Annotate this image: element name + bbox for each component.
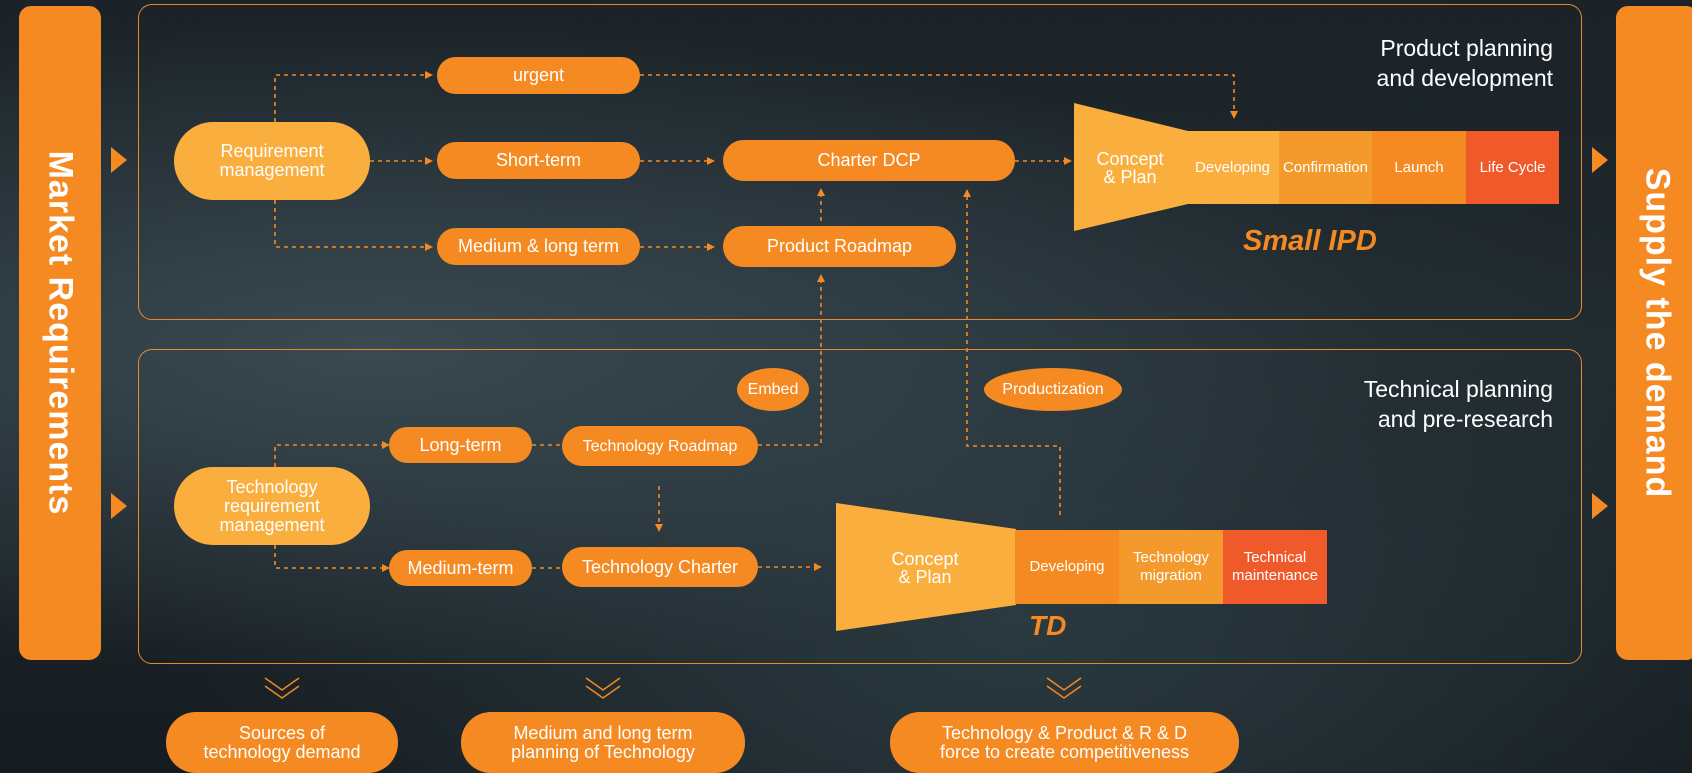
short-term-node: Short-term xyxy=(437,142,640,179)
ipd-stage-confirmation: Confirmation xyxy=(1279,131,1372,204)
arrow-right-icon xyxy=(111,147,127,173)
arrow-right-icon xyxy=(1592,493,1608,519)
ipd-stage-life-cycle: Life Cycle xyxy=(1466,131,1559,204)
technical-planning-title: Technical planning and pre-research xyxy=(1363,376,1553,432)
small-ipd-label: Small IPD xyxy=(1243,225,1377,257)
supply-demand-bar: Supply the demand xyxy=(1616,6,1692,660)
arrow-right-icon xyxy=(1592,147,1608,173)
technology-charter-node: Technology Charter xyxy=(562,547,758,587)
charter-dcp-node: Charter DCP xyxy=(723,140,1015,181)
long-term-node: Long-term xyxy=(389,427,532,463)
medium-long-term-node: Medium & long term xyxy=(437,228,640,265)
medium-term-node: Medium-term xyxy=(389,550,532,586)
ipd-concept-plan-label: Concept & Plan xyxy=(1096,149,1164,187)
ipd-stage-launch: Launch xyxy=(1372,131,1466,204)
outcome-medium-long-planning: Medium and long term planning of Technol… xyxy=(461,712,745,773)
technology-requirement-node: Technology requirement management xyxy=(174,467,370,545)
embed-label: Embed xyxy=(737,368,809,411)
arrow-right-icon xyxy=(111,493,127,519)
td-funnel-shape xyxy=(836,503,1016,631)
td-label: TD xyxy=(1029,610,1067,641)
td-stage-technology-migration: Technology migration xyxy=(1119,530,1223,604)
requirement-management-node: Requirement management xyxy=(174,122,370,200)
td-stage-technical-maintenance: Technical maintenance xyxy=(1223,530,1327,604)
product-roadmap-node: Product Roadmap xyxy=(723,226,956,267)
ipd-stage-developing: Developing xyxy=(1186,131,1279,204)
technical-planning-panel xyxy=(138,349,1582,664)
td-concept-plan-label: Concept & Plan xyxy=(891,548,959,587)
ipd-funnel-shape xyxy=(1074,103,1188,231)
td-stage-developing: Developing xyxy=(1015,530,1119,604)
product-planning-panel xyxy=(138,4,1582,320)
technology-roadmap-node: Technology Roadmap xyxy=(562,426,758,466)
outcome-sources-demand: Sources of technology demand xyxy=(166,712,398,773)
market-requirements-bar: Market Requirements xyxy=(19,6,101,660)
productization-label: Productization xyxy=(984,368,1122,411)
product-planning-title: Product planning and development xyxy=(1376,35,1553,91)
urgent-node: urgent xyxy=(437,57,640,94)
outcome-competitiveness: Technology & Product & R & D force to cr… xyxy=(890,712,1239,773)
